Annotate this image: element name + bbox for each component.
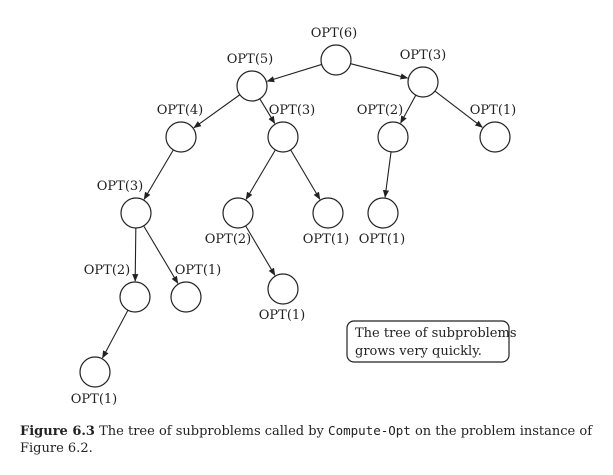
tree-node-n1c — [367, 197, 399, 229]
tree-edge-n5-n4 — [193, 94, 241, 129]
tree-edge-n2a-n1c — [382, 151, 392, 198]
tree-node-label-n1c: OPT(1) — [359, 232, 406, 247]
tree-node-label-n1f: OPT(1) — [71, 392, 118, 407]
tree-node-n3c — [120, 197, 152, 229]
tree-edge-n3b-n1b — [290, 149, 321, 200]
tree-edge-n5-n3b — [259, 98, 276, 124]
caption-text-after: on the problem instance of Figure 6.2. — [20, 424, 593, 456]
tree-node-label-n4: OPT(4) — [157, 103, 204, 118]
tree-node-label-n5: OPT(5) — [227, 52, 274, 67]
callout-line-1: The tree of subproblems — [355, 326, 517, 341]
tree-node-n1f — [79, 356, 111, 388]
tree-node-label-n1b: OPT(1) — [303, 232, 350, 247]
caption-text-before: The tree of subproblems called by — [94, 424, 329, 439]
tree-node-n2b — [222, 197, 254, 229]
tree-node-label-n1d: OPT(1) — [175, 263, 222, 278]
tree-edge-n2c-n1f — [102, 309, 129, 359]
subproblem-tree-diagram: OPT(6) OPT(5) OPT(3) OPT(4) OPT(3) OPT(2) OPT(… — [71, 26, 517, 407]
tree-node-n1b — [312, 197, 344, 229]
caption-code: Compute-Opt — [328, 423, 411, 438]
tree-node-n1e — [267, 273, 299, 305]
tree-edge-n3b-n2b — [245, 149, 276, 200]
tree-node-label-n3b: OPT(3) — [269, 103, 316, 118]
tree-node-n3a — [407, 66, 439, 98]
tree-edge-n3c-n2c — [132, 227, 139, 282]
tree-edge-n3a-n2a — [400, 94, 417, 124]
tree-node-n1d — [170, 281, 202, 313]
tree-node-label-n2c: OPT(2) — [84, 263, 131, 278]
tree-node-label-n1a: OPT(1) — [470, 103, 517, 118]
tree-node-n6 — [320, 44, 352, 76]
tree-nodes: OPT(6) OPT(5) OPT(3) OPT(4) OPT(3) OPT(2) OPT(… — [71, 26, 517, 407]
tree-node-label-n3c: OPT(3) — [97, 179, 144, 194]
tree-node-label-n2a: OPT(2) — [357, 103, 404, 118]
tree-node-label-n1e: OPT(1) — [259, 308, 306, 323]
tree-edge-n4-n3c — [143, 149, 174, 200]
callout-line-2: grows very quickly. — [355, 344, 482, 359]
tree-node-n2a — [377, 121, 409, 153]
caption-figure-number: Figure 6.3 — [20, 424, 95, 439]
tree-node-n5 — [236, 70, 268, 102]
figure-caption: Figure 6.3 The tree of subproblems calle… — [20, 422, 595, 457]
tree-edge-n6-n3a — [350, 63, 409, 80]
tree-node-n2c — [119, 281, 151, 313]
tree-node-label-n3a: OPT(3) — [400, 48, 447, 63]
tree-edge-n2b-n1e — [245, 225, 276, 276]
tree-node-n4 — [165, 121, 197, 153]
tree-edge-n3a-n1a — [434, 90, 483, 128]
tree-node-label-n6: OPT(6) — [311, 26, 358, 41]
tree-edge-n6-n5 — [266, 63, 322, 83]
tree-edges — [102, 63, 483, 359]
tree-node-n3b — [267, 121, 299, 153]
tree-node-n1a — [479, 121, 511, 153]
tree-edge-n3c-n1d — [143, 225, 179, 284]
callout-box: The tree of subproblems grows very quick… — [346, 320, 517, 363]
tree-node-label-n2b: OPT(2) — [205, 232, 252, 247]
